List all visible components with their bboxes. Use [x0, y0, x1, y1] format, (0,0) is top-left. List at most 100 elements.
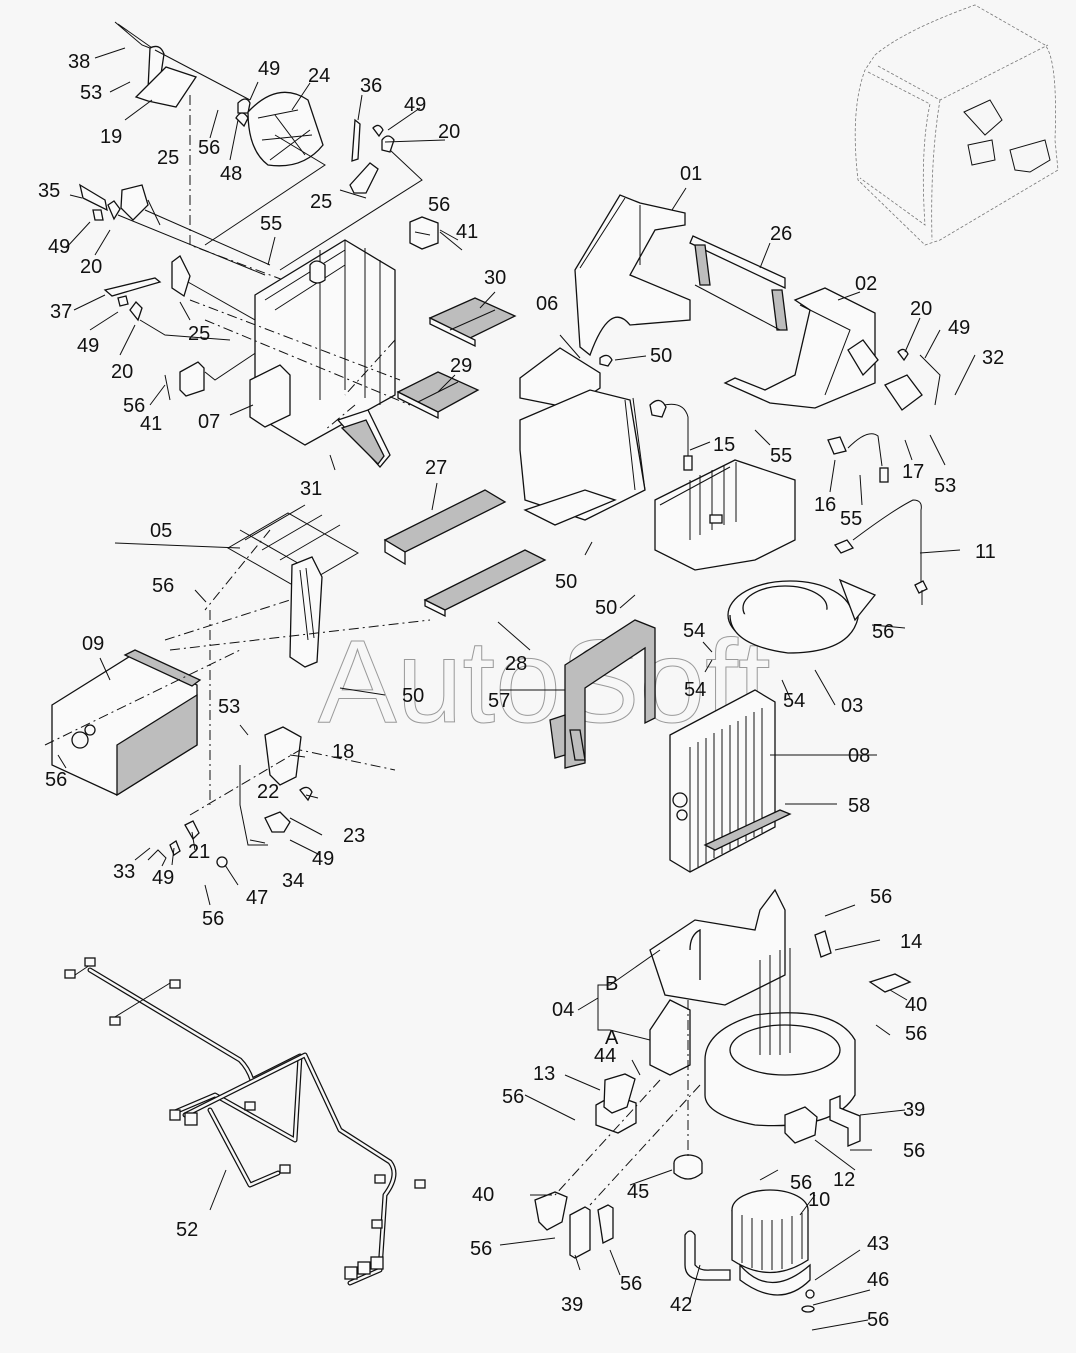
- blower-accessories: [534, 973, 912, 1259]
- callout-56: 56: [45, 769, 67, 791]
- callout-07: 07: [198, 411, 220, 433]
- part-08-evaporator: [669, 689, 792, 873]
- callout-42: 42: [670, 1294, 692, 1316]
- callout-16: 16: [814, 494, 836, 516]
- callout-28: 28: [505, 653, 527, 675]
- callout-14: 14: [900, 931, 922, 953]
- callout-22: 22: [257, 781, 279, 803]
- callout-40: 40: [472, 1184, 494, 1206]
- callout-02: 02: [855, 273, 877, 295]
- callout-06: 06: [536, 293, 558, 315]
- callout-44: 44: [594, 1045, 616, 1067]
- callout-17: 17: [902, 461, 924, 483]
- callout-56: 56: [123, 395, 145, 417]
- callout-18: 18: [332, 741, 354, 763]
- part-10-blower-fan: [684, 1189, 815, 1313]
- callout-30: 30: [484, 267, 506, 289]
- callout-48: 48: [220, 163, 242, 185]
- callout-31: 31: [300, 478, 322, 500]
- linkage-assembly: [79, 21, 463, 397]
- callout-46: 46: [867, 1269, 889, 1291]
- part-06-duct: [519, 347, 693, 526]
- lower-linkage: [147, 610, 396, 868]
- callout-39: 39: [561, 1294, 583, 1316]
- callout-49: 49: [48, 236, 70, 258]
- callout-05: 05: [150, 520, 172, 542]
- callout-12: 12: [833, 1169, 855, 1191]
- callout-49: 49: [312, 848, 334, 870]
- callout-03: 03: [841, 695, 863, 717]
- callout-56: 56: [790, 1172, 812, 1194]
- callout-56: 56: [620, 1273, 642, 1295]
- callout-54: 54: [683, 620, 705, 642]
- callout-50: 50: [595, 597, 617, 619]
- callout-56: 56: [198, 137, 220, 159]
- callout-43: 43: [867, 1233, 889, 1255]
- callout-56: 56: [202, 908, 224, 930]
- callout-26: 26: [770, 223, 792, 245]
- callout-49: 49: [948, 317, 970, 339]
- part-09-heater-core: [44, 649, 241, 797]
- callout-08: 08: [848, 745, 870, 767]
- callout-24: 24: [308, 65, 330, 87]
- callout-20: 20: [910, 298, 932, 320]
- part-04-blower-housing: [649, 888, 856, 1127]
- callout-25: 25: [188, 323, 210, 345]
- callout-41: 41: [456, 221, 478, 243]
- callout-01: 01: [680, 163, 702, 185]
- callout-38: 38: [68, 51, 90, 73]
- callout-45: 45: [627, 1181, 649, 1203]
- callout-41: 41: [140, 413, 162, 435]
- callout-15: 15: [713, 434, 735, 456]
- callout-50: 50: [650, 345, 672, 367]
- callout-20: 20: [80, 256, 102, 278]
- callout-13: 13: [533, 1063, 555, 1085]
- callout-56: 56: [905, 1023, 927, 1045]
- callout-36: 36: [360, 75, 382, 97]
- callout-20: 20: [111, 361, 133, 383]
- callout-55: 55: [770, 445, 792, 467]
- callout-56: 56: [428, 194, 450, 216]
- callout-56: 56: [870, 886, 892, 908]
- callout-11: 11: [975, 541, 996, 563]
- filters: [164, 489, 547, 668]
- callout-53: 53: [934, 475, 956, 497]
- callout-32: 32: [982, 347, 1004, 369]
- callout-49: 49: [152, 867, 174, 889]
- callout-33: 33: [113, 861, 135, 883]
- callout-37: 37: [50, 301, 72, 323]
- callout-47: 47: [246, 887, 268, 909]
- callout-35: 35: [38, 180, 60, 202]
- callout-57: 57: [488, 690, 510, 712]
- callout-09: 09: [82, 633, 104, 655]
- part-01-case: [574, 194, 691, 357]
- part-07-frame: [189, 239, 411, 446]
- callout-27: 27: [425, 457, 447, 479]
- callout-10: 10: [808, 1189, 830, 1211]
- part-26-door: [689, 235, 788, 331]
- callout-20: 20: [438, 121, 460, 143]
- callout-52: 52: [176, 1219, 198, 1241]
- callout-49: 49: [404, 94, 426, 116]
- callout-49: 49: [258, 58, 280, 80]
- callout-19: 19: [100, 126, 122, 148]
- callout-25: 25: [310, 191, 332, 213]
- callout-56: 56: [502, 1086, 524, 1108]
- sensors-and-connectors: [827, 348, 941, 605]
- callout-56: 56: [470, 1238, 492, 1260]
- callout-39: 39: [903, 1099, 925, 1121]
- callout-54: 54: [783, 690, 805, 712]
- callout-40: 40: [905, 994, 927, 1016]
- callout-04: 04: [552, 999, 574, 1021]
- cab-locator-inset: [854, 4, 1059, 246]
- callout-50: 50: [555, 571, 577, 593]
- callout-34: 34: [282, 870, 304, 892]
- callout-58: 58: [848, 795, 870, 817]
- callout-55: 55: [840, 508, 862, 530]
- callout-49: 49: [77, 335, 99, 357]
- callout-56: 56: [152, 575, 174, 597]
- callout-labels: 38 53 19 49 24 56 48 36 49 20 25 35 49 2…: [38, 51, 1004, 1331]
- callout-25: 25: [157, 147, 179, 169]
